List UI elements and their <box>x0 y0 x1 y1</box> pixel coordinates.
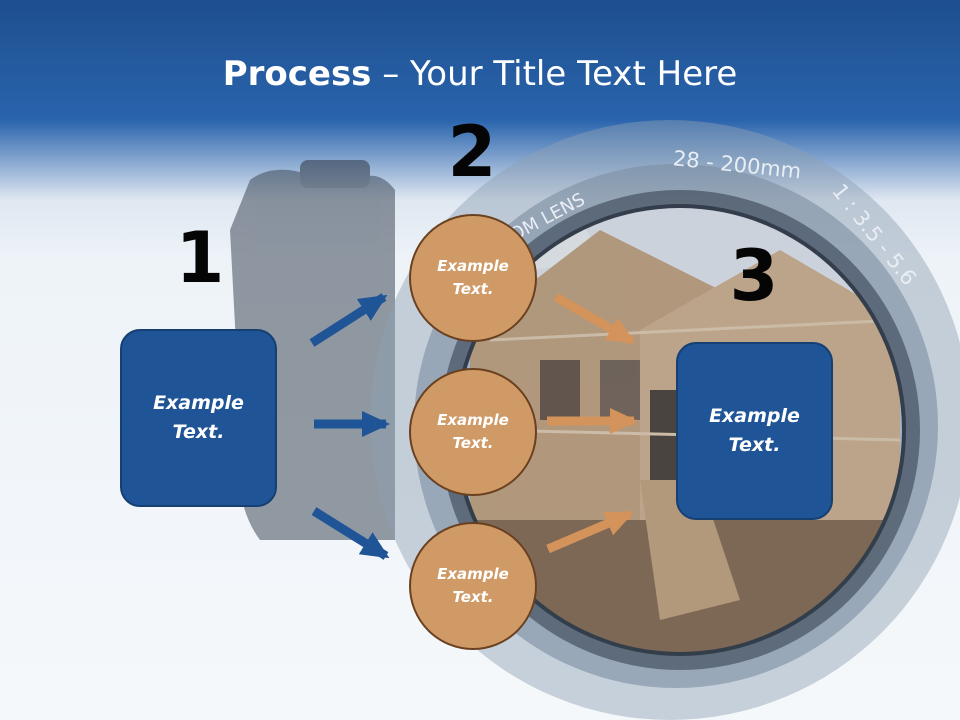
step-number-3: 3 <box>729 235 779 317</box>
step-2-circle-bottom: Example Text. <box>409 522 537 650</box>
step-2-circle-middle: Example Text. <box>409 368 537 496</box>
step-number-1: 1 <box>175 217 225 299</box>
slide-title: Process – Your Title Text Here <box>0 50 960 98</box>
title-bold: Process <box>222 54 372 94</box>
step-2-circle-top: Example Text. <box>409 214 537 342</box>
title-rest: – Your Title Text Here <box>371 54 738 94</box>
step-1-box: Example Text. <box>120 329 277 507</box>
step-number-2: 2 <box>447 111 497 193</box>
step-3-box: Example Text. <box>676 342 833 520</box>
